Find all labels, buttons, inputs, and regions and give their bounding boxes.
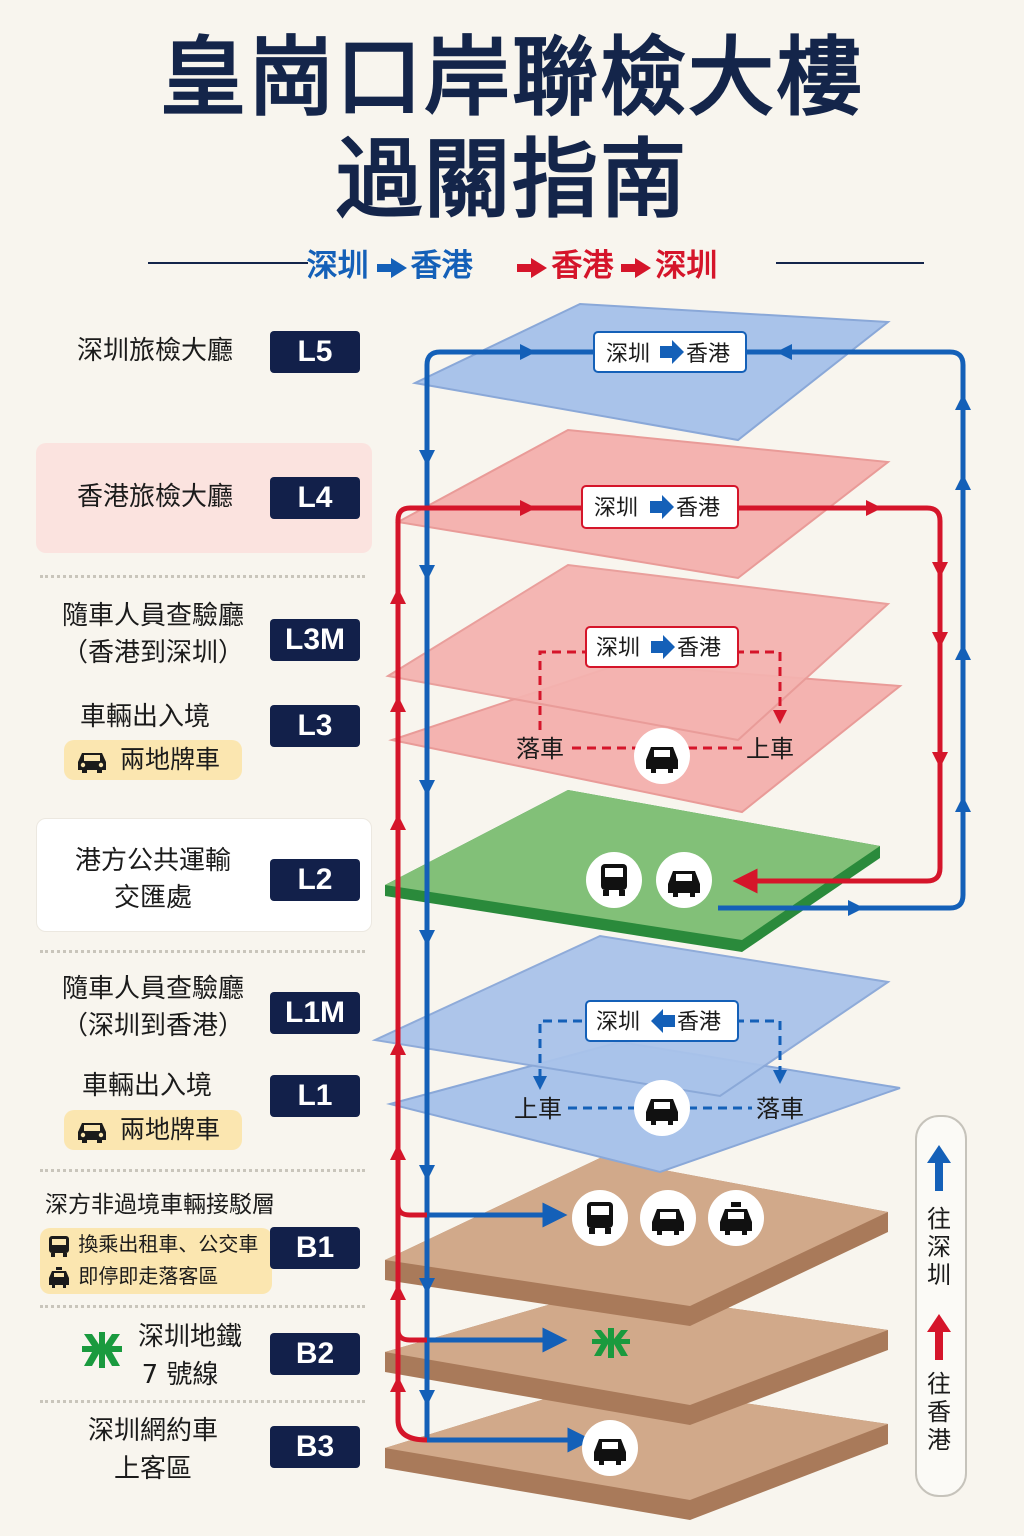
bus-icon xyxy=(586,852,642,908)
box-l4-from: 深圳 xyxy=(594,496,638,521)
legend-red-from: 香港 xyxy=(551,248,614,284)
box-l5: 深圳 香港 xyxy=(593,331,747,373)
level-label-l4: 香港旅檢大廳 xyxy=(76,482,233,512)
l1-dropoff-label: 落車 xyxy=(756,1095,804,1123)
metro-logo-icon xyxy=(592,1328,630,1358)
direction-legend: 深圳 香港 香港 深圳 xyxy=(0,240,1024,285)
l3-pickup-label: 上車 xyxy=(746,735,794,763)
level-label-b2: 深圳地鐵 xyxy=(137,1322,242,1352)
legend-blue-to: 香港 xyxy=(410,248,473,284)
taxi-icon xyxy=(49,1266,69,1288)
arrow-down-icon xyxy=(773,710,787,724)
side-legend-blue: 往深圳 xyxy=(927,1205,951,1289)
legend-red-to: 深圳 xyxy=(655,248,718,284)
level-label-l3: 車輛出入境 xyxy=(79,702,210,732)
level-sub-b2: 7 號線 xyxy=(141,1360,219,1390)
box-l1m-to: 香港 xyxy=(677,1010,721,1035)
floor-b1 xyxy=(385,1158,888,1326)
level-label-l1: 車輛出入境 xyxy=(81,1071,212,1101)
level-sub-l3m: （香港到深圳） xyxy=(61,638,244,668)
box-l5-from: 深圳 xyxy=(606,342,650,367)
pill-b1-line1: 換乘出租車、公交車 xyxy=(78,1232,259,1256)
car-icon xyxy=(634,728,690,784)
legend-blue-from: 深圳 xyxy=(306,248,369,284)
arrow-up-icon xyxy=(927,1145,951,1191)
arrow-up-icon xyxy=(927,1314,951,1360)
level-label-l1m: 隨車人員查驗廳 xyxy=(61,974,244,1004)
level-badge-b1: B1 xyxy=(270,1227,360,1269)
level-badge-l4: L4 xyxy=(270,477,360,519)
level-label-b1: 深方非過境車輛接駁層 xyxy=(45,1192,275,1218)
pill-l1: 兩地牌車 xyxy=(64,1110,242,1150)
side-legend-red: 往香港 xyxy=(927,1370,951,1454)
level-badge-b3: B3 xyxy=(270,1426,360,1468)
pill-text-l1: 兩地牌車 xyxy=(119,1115,220,1144)
pill-l3: 兩地牌車 xyxy=(64,740,242,780)
level-badge-l3m: L3M xyxy=(270,619,360,661)
route-l3-dashed xyxy=(538,650,782,750)
l3-dropoff-label: 落車 xyxy=(516,735,564,763)
metro-logo-icon xyxy=(82,1332,122,1368)
level-label-b3: 深圳網約車 xyxy=(87,1416,218,1446)
arrow-right-icon xyxy=(660,340,684,364)
arrow-right-icon xyxy=(650,495,674,519)
taxi-icon xyxy=(708,1190,764,1246)
page-title-line1: 皇崗口岸聯檢大樓 xyxy=(160,27,864,128)
level-badge-l5: L5 xyxy=(270,331,360,373)
route-red-arrows xyxy=(390,500,948,1392)
arrow-right-icon xyxy=(517,257,548,278)
level-badge-l1: L1 xyxy=(270,1075,360,1117)
arrow-down-icon xyxy=(773,1070,787,1084)
box-l1m: 深圳 香港 xyxy=(585,1000,739,1042)
pill-text-l3: 兩地牌車 xyxy=(119,745,220,774)
car-icon xyxy=(656,852,712,908)
pill-b1: 換乘出租車、公交車 即停即走落客區 xyxy=(40,1228,272,1294)
arrow-left-icon xyxy=(651,1009,675,1033)
level-label-l5: 深圳旅檢大廳 xyxy=(76,336,233,366)
box-l4-to: 香港 xyxy=(676,496,720,521)
car-icon xyxy=(78,1123,106,1143)
divider-dots xyxy=(40,1169,365,1172)
level-badge-l3: L3 xyxy=(270,705,360,747)
divider-dots xyxy=(40,950,365,953)
level-badge-b2: B2 xyxy=(270,1333,360,1375)
divider-right xyxy=(776,262,924,264)
car-icon xyxy=(78,753,106,773)
car-icon xyxy=(634,1080,690,1136)
route-blue xyxy=(424,349,966,1453)
box-l5-to: 香港 xyxy=(686,342,730,367)
box-l4: 深圳 香港 xyxy=(581,485,739,529)
pill-b1-line2: 即停即走落客區 xyxy=(78,1264,219,1288)
arrow-right-icon xyxy=(621,257,652,278)
level-badge-l2: L2 xyxy=(270,859,360,901)
box-l1m-from: 深圳 xyxy=(596,1010,640,1035)
level-badge-l1m: L1M xyxy=(270,992,360,1034)
box-l3m: 深圳 香港 xyxy=(585,626,739,668)
route-blue-arrows xyxy=(419,344,971,1406)
car-icon xyxy=(582,1420,638,1476)
car-icon xyxy=(640,1190,696,1246)
bus-icon xyxy=(572,1190,628,1246)
box-l3m-to: 香港 xyxy=(677,636,721,661)
level-sub-b3: 上客區 xyxy=(113,1454,192,1484)
page-title-line2: 過關指南 xyxy=(336,129,688,230)
level-label-l2: 港方公共運輸 xyxy=(74,846,231,876)
divider-dots xyxy=(40,1305,365,1308)
floor-b2 xyxy=(385,1290,888,1425)
arrow-right-icon xyxy=(376,257,407,278)
box-l3m-from: 深圳 xyxy=(596,636,640,661)
level-sub-l1m: （深圳到香港） xyxy=(61,1011,244,1041)
divider-dots xyxy=(40,575,365,578)
level-sub-l2: 交匯處 xyxy=(113,883,192,913)
route-l1-dashed xyxy=(538,1019,782,1110)
arrow-down-icon xyxy=(533,1076,547,1090)
l1-pickup-label: 上車 xyxy=(514,1095,562,1123)
bus-icon xyxy=(49,1235,69,1257)
divider-dots xyxy=(40,1400,365,1403)
divider-left xyxy=(148,262,308,264)
arrow-right-icon xyxy=(651,635,675,659)
route-red xyxy=(395,505,943,1443)
level-label-l3m: 隨車人員查驗廳 xyxy=(61,601,244,631)
